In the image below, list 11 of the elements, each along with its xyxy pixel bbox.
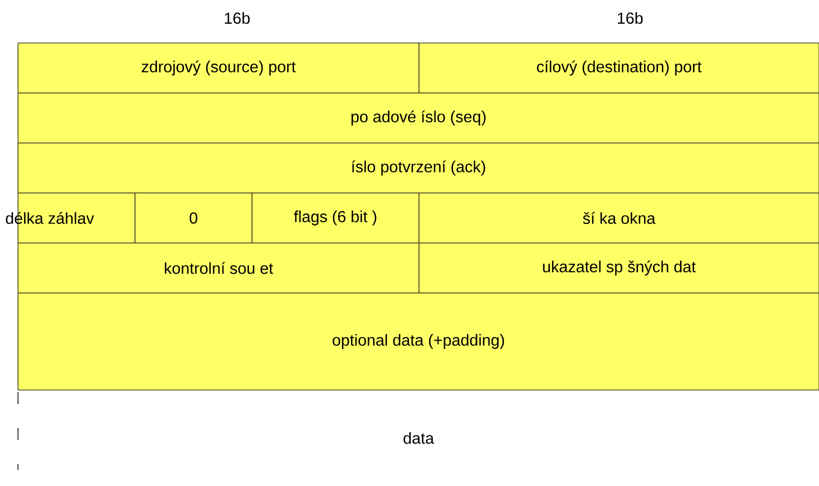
node-label: ší ka okna: [582, 212, 656, 224]
field-cell: flags (6 bit ): [252, 192, 420, 244]
field-cell: 0: [134, 192, 252, 244]
field-cell: cílový (destination) port: [418, 42, 819, 94]
field-cell: zdrojový (source) port: [18, 42, 420, 94]
bit-width-label: 16b: [618, 12, 643, 24]
node-label: ukazatel sp šných dat: [543, 260, 696, 276]
data-area: data: [404, 432, 434, 444]
node-label: cílový (destination) port: [536, 60, 702, 76]
bit-width-label: 16b: [224, 12, 250, 24]
field-cell: ukazatel sp šných dat: [418, 242, 819, 294]
